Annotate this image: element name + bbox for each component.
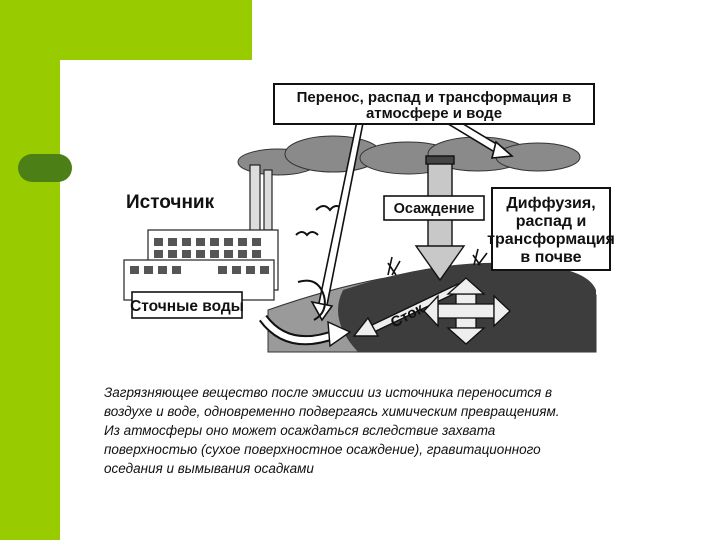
caption-line: Загрязняющее вещество после эмиссии из и… xyxy=(104,385,553,400)
transport-box-line-1: Перенос, распад и трансформация в xyxy=(297,89,572,106)
caption-line: воздухе и воде, одновременно подвергаясь… xyxy=(104,404,560,419)
deposition-label: Осаждение xyxy=(394,201,475,217)
wastewater-arrow xyxy=(258,314,352,348)
cloud-shapes xyxy=(237,135,581,176)
wastewater-box: Сточные воды xyxy=(130,291,244,319)
caption-line: Из атмосферы оно может осаждаться вследс… xyxy=(104,423,496,438)
diffusion-box-line-3: трансформация xyxy=(487,231,615,248)
deposition-box: Осаждение xyxy=(383,195,485,221)
diffusion-box-line-2: распад и xyxy=(516,213,587,230)
caption-line: оседания и вымывания осадками xyxy=(104,461,314,476)
diffusion-box: Диффузия, распад и трансформация в почве xyxy=(487,187,615,271)
factory-building xyxy=(123,164,279,301)
diffusion-box-line-4: в почве xyxy=(520,249,581,266)
transport-box-line-2: атмосфере и воде xyxy=(366,105,502,122)
pollution-diagram: Перенос, распад и трансформация в атмосф… xyxy=(123,83,615,353)
caption-line: поверхностью (сухое поверхностное осажде… xyxy=(104,442,541,457)
transport-box: Перенос, распад и трансформация в атмосф… xyxy=(273,83,595,125)
wastewater-label: Сточные воды xyxy=(130,298,244,315)
diffusion-cross-arrows xyxy=(423,277,511,345)
source-label: Источник xyxy=(126,192,215,213)
green-tab-accent xyxy=(18,154,72,182)
pipe-flow-line xyxy=(297,279,326,321)
caption-text: Загрязняющее вещество после эмиссии из и… xyxy=(104,383,704,478)
green-left-band xyxy=(0,0,60,540)
diffusion-box-line-1: Диффузия, xyxy=(506,195,595,212)
